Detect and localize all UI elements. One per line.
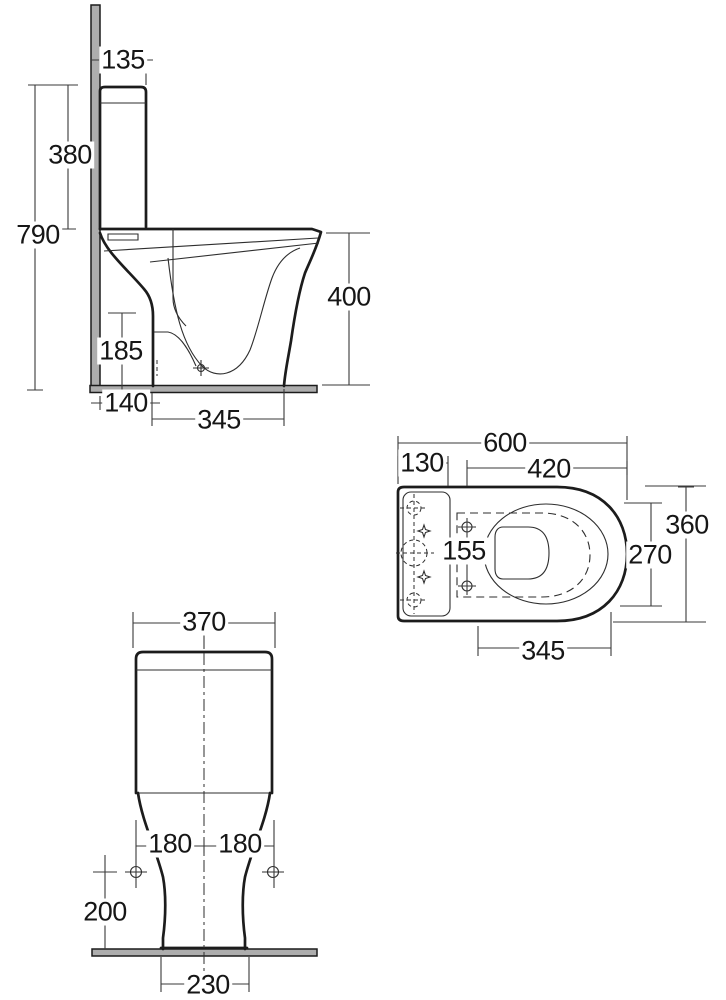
side-trap-line [154, 331, 197, 367]
front-pedestal-right [241, 791, 272, 951]
dim-label-front-base-width: 230 [184, 969, 232, 1000]
side-outlet-centre-mark [193, 360, 209, 376]
dim-label-front-fixing-height: 200 [81, 896, 129, 927]
side-seat-underside-line [103, 237, 319, 252]
dim-label-front-cistern-width: 370 [180, 606, 228, 637]
front-elevation-view [91, 612, 318, 992]
plan-seat-ring [483, 503, 609, 605]
dim-label-plan-bowl-width: 270 [626, 539, 674, 570]
dim-label-side-cistern-height: 380 [46, 139, 94, 170]
dim-label-front-fixing-right: 180 [216, 828, 264, 859]
dim-label-side-overall-height: 790 [14, 219, 62, 250]
dim-label-plan-bowl-length: 345 [519, 635, 567, 666]
dim-label-plan-overall-width: 360 [663, 509, 711, 540]
dim-label-side-outlet-setout: 140 [102, 387, 150, 418]
plan-cistern-hole-marks [396, 494, 434, 614]
dim-label-plan-seat-length: 420 [525, 453, 573, 484]
dim-label-plan-cistern-depth: 130 [398, 447, 446, 478]
side-rim-section-line [149, 242, 320, 263]
front-pedestal-left [136, 791, 167, 951]
plan-dim-360-lines [613, 485, 706, 623]
dim-label-plan-overall-length: 600 [481, 427, 529, 458]
dim-label-side-cistern-depth: 135 [99, 44, 147, 75]
side-cistern-outline [98, 85, 148, 231]
dim-label-side-pan-projection: 345 [195, 404, 243, 435]
side-flush-plate [107, 233, 139, 241]
dim-label-front-fixing-left: 180 [146, 828, 194, 859]
plan-sparkle-marks [416, 523, 432, 585]
side-elevation-view [27, 4, 370, 426]
front-cistern-outline [134, 650, 274, 795]
dim-label-side-outlet-height: 185 [97, 335, 145, 366]
front-dim-180-lines [135, 820, 275, 888]
side-bowl-inner-outline [167, 247, 301, 375]
floor-section-side [89, 384, 318, 394]
plan-seat-footprint-dashed [456, 512, 591, 598]
plan-outer-outline [396, 485, 629, 623]
side-pan-profile-front [98, 227, 323, 388]
side-flush-channel-line [172, 229, 187, 327]
dim-label-plan-seat-hole-centres: 155 [440, 535, 488, 566]
dim-label-side-rim-height: 400 [325, 281, 373, 312]
plan-bowl-opening [494, 526, 550, 580]
side-pan-profile-back [98, 231, 155, 388]
